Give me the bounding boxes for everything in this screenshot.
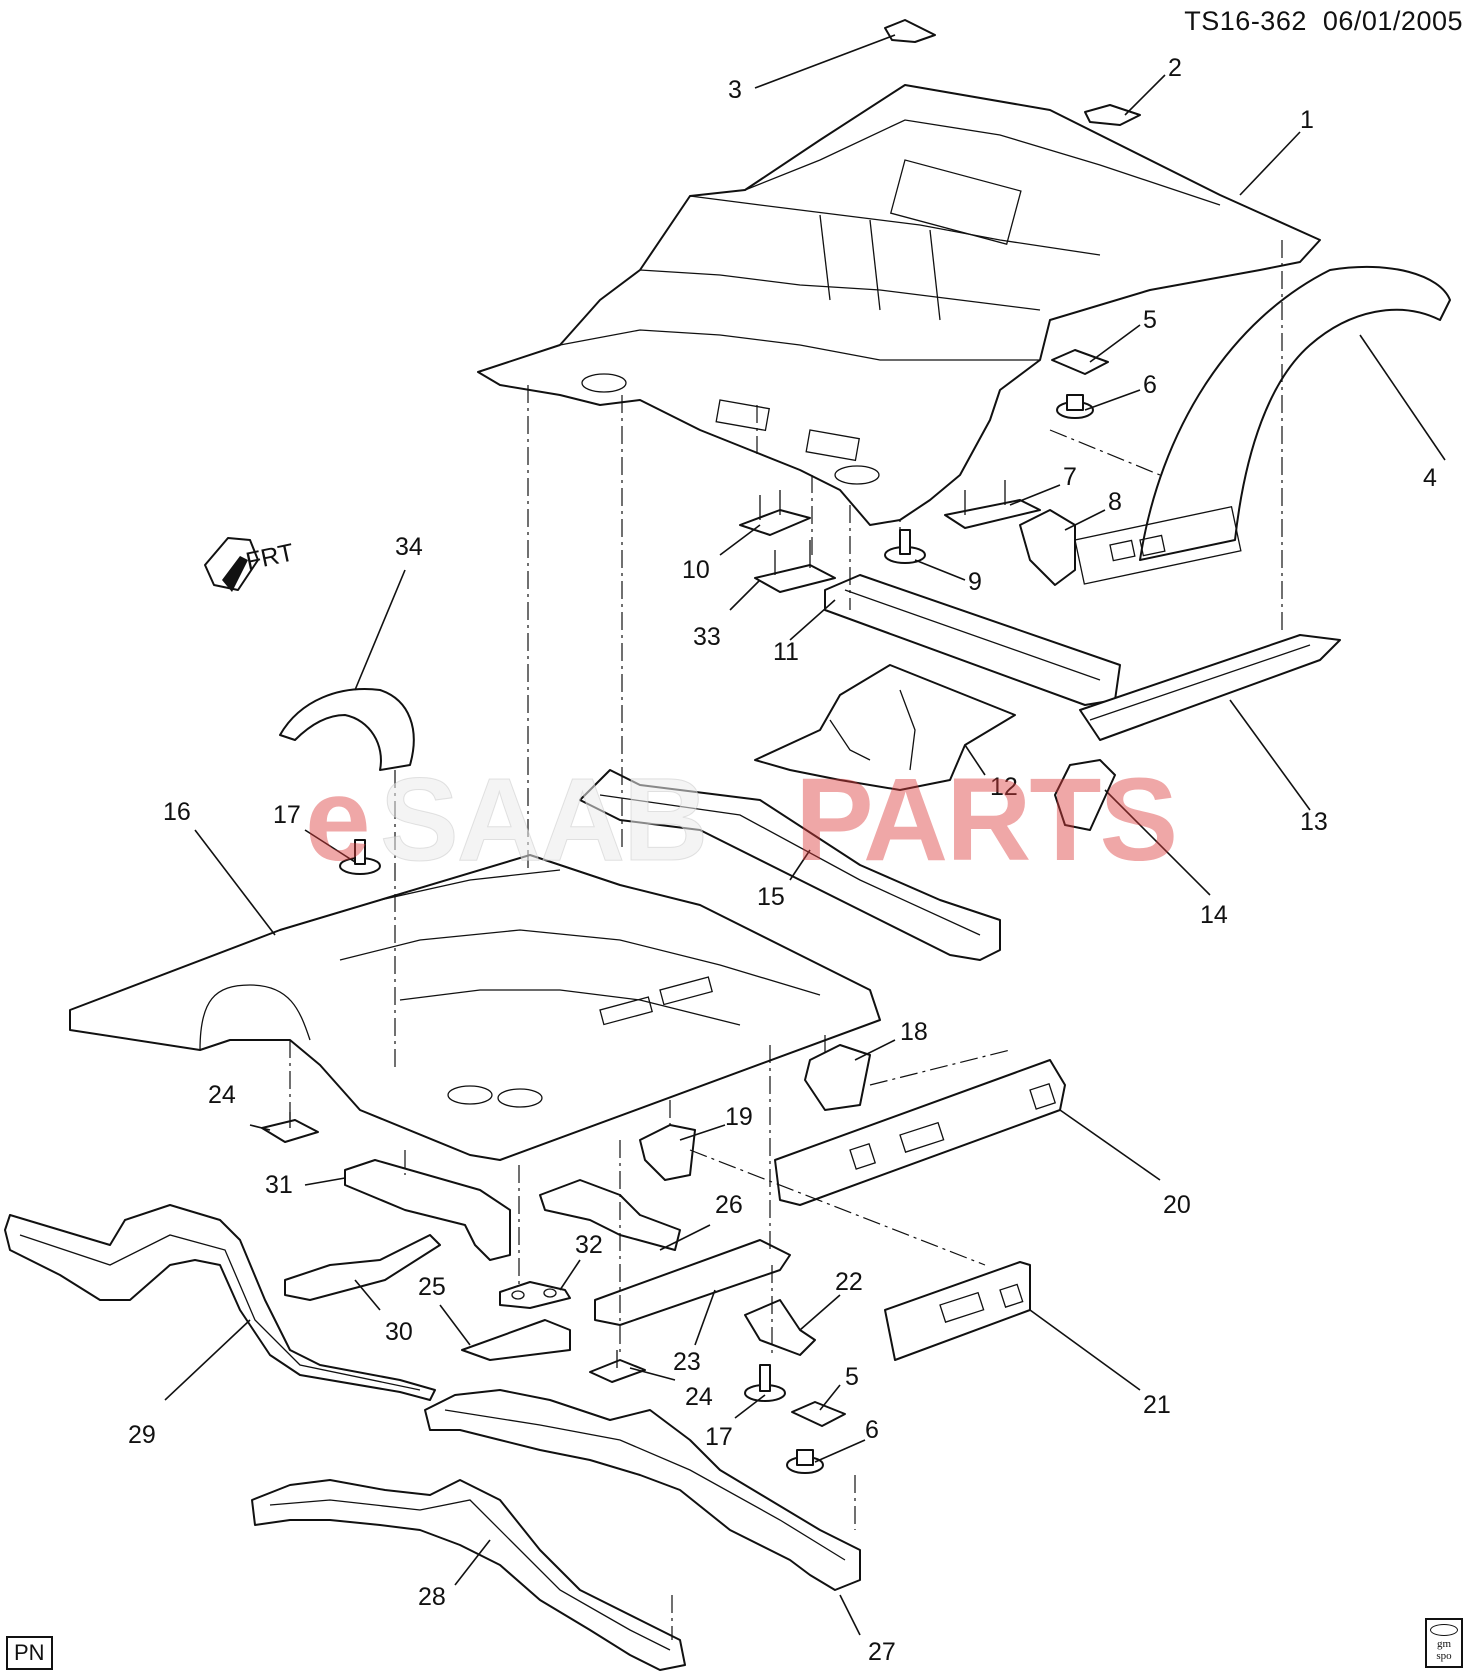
callout-17-lower: 17: [705, 1423, 733, 1451]
callout-20: 20: [1163, 1191, 1191, 1219]
callout-26: 26: [715, 1191, 743, 1219]
part-stud-17-lower: [744, 1364, 786, 1402]
callout-13: 13: [1300, 808, 1328, 836]
watermark-saab: SAAB: [379, 754, 708, 887]
part-wheelhouse-inner-34: [279, 688, 415, 771]
callout-18: 18: [900, 1018, 928, 1046]
part-front-floor-panel: [69, 854, 881, 1161]
part-rail-15: [579, 769, 1001, 961]
part-plate-24-lower: [589, 1359, 646, 1383]
callout-24-upper: 24: [208, 1081, 236, 1109]
part-plate-32: [499, 1281, 571, 1309]
gmspo-logo-oval: [1430, 1624, 1458, 1636]
callout-23: 23: [673, 1348, 701, 1376]
callout-27: 27: [868, 1638, 896, 1666]
callout-21: 21: [1143, 1391, 1171, 1419]
part-rail-27: [424, 1389, 861, 1591]
callout-11: 11: [773, 638, 799, 666]
callout-30: 30: [385, 1318, 413, 1346]
callout-17-upper: 17: [273, 801, 301, 829]
part-stud-9: [884, 529, 926, 564]
callout-2: 2: [1168, 54, 1182, 82]
part-bracket-8: [1019, 509, 1076, 586]
callout-1: 1: [1300, 106, 1314, 134]
part-clip-3: [884, 19, 936, 43]
callout-6-lower: 6: [865, 1416, 879, 1444]
part-bracket-33: [754, 564, 836, 593]
callout-3: 3: [728, 76, 742, 104]
callout-25: 25: [418, 1273, 446, 1301]
part-bracket-10: [739, 509, 811, 536]
part-bracket-18: [804, 1044, 871, 1111]
part-rail-31: [344, 1159, 511, 1261]
callout-15: 15: [757, 883, 785, 911]
callout-leader-lines: [164, 34, 1446, 1636]
diagram-code: TS16-362: [1184, 6, 1307, 36]
part-nut-plate-5-upper: [1051, 349, 1109, 375]
alignment-lines: [289, 240, 1283, 1640]
callout-24-lower: 24: [685, 1383, 713, 1411]
part-wheelhouse-outer-right: [1074, 265, 1451, 585]
callout-5-upper: 5: [1143, 306, 1157, 334]
callout-7: 7: [1063, 463, 1077, 491]
part-rail-29: [4, 1204, 436, 1401]
callout-29: 29: [128, 1421, 156, 1449]
part-clip-2: [1084, 104, 1141, 126]
callout-8: 8: [1108, 488, 1122, 516]
diagram-date: 06/01/2005: [1322, 6, 1463, 36]
part-rail-13: [1079, 634, 1341, 741]
part-bracket-19: [639, 1124, 696, 1181]
part-bracket-26: [539, 1179, 681, 1251]
pn-badge: PN: [6, 1636, 53, 1670]
part-nut-plate-5-lower: [791, 1401, 846, 1427]
diagram-header: TS16-362 06/01/2005: [1184, 6, 1463, 37]
callout-numbers: 1 2 3 4 5 6 7 8 9 10 11 12 13 14 15 16 1…: [128, 54, 1437, 1666]
part-rail-28: [251, 1479, 686, 1671]
callout-32: 32: [575, 1231, 603, 1259]
part-nut-6-lower: [786, 1449, 824, 1474]
watermark-parts: PARTS: [795, 754, 1178, 886]
part-stud-17-upper: [339, 839, 381, 875]
callout-10: 10: [682, 556, 710, 584]
gmspo-logo-icon: gm spo: [1425, 1618, 1463, 1668]
watermark-e: e: [305, 754, 371, 886]
part-bracket-30: [284, 1234, 441, 1301]
callout-14: 14: [1200, 901, 1228, 929]
part-rail-23: [594, 1239, 791, 1326]
part-bracket-7: [944, 499, 1041, 529]
part-bracket-14: [1054, 759, 1116, 831]
front-arrow-icon: FRT: [204, 537, 296, 592]
callout-19: 19: [725, 1103, 753, 1131]
part-rear-floor-panel: [477, 84, 1321, 526]
callout-16: 16: [163, 798, 191, 826]
gmspo-logo-spo: spo: [1436, 1650, 1452, 1662]
part-bracket-22: [744, 1299, 816, 1356]
gmspo-logo-gm: gm: [1436, 1638, 1452, 1650]
part-crossmember-21: [884, 1261, 1031, 1361]
callout-22: 22: [835, 1268, 863, 1296]
callout-33: 33: [693, 623, 721, 651]
callout-5-lower: 5: [845, 1363, 859, 1391]
callout-28: 28: [418, 1583, 446, 1611]
callout-9: 9: [968, 568, 982, 596]
callout-34: 34: [395, 533, 423, 561]
part-plate-24-left: [261, 1119, 319, 1143]
callout-6-upper: 6: [1143, 371, 1157, 399]
part-nut-6-upper: [1056, 394, 1094, 419]
callout-12: 12: [990, 773, 1018, 801]
part-bracket-25: [461, 1319, 571, 1361]
callout-31: 31: [265, 1171, 293, 1199]
callout-4: 4: [1423, 464, 1437, 492]
